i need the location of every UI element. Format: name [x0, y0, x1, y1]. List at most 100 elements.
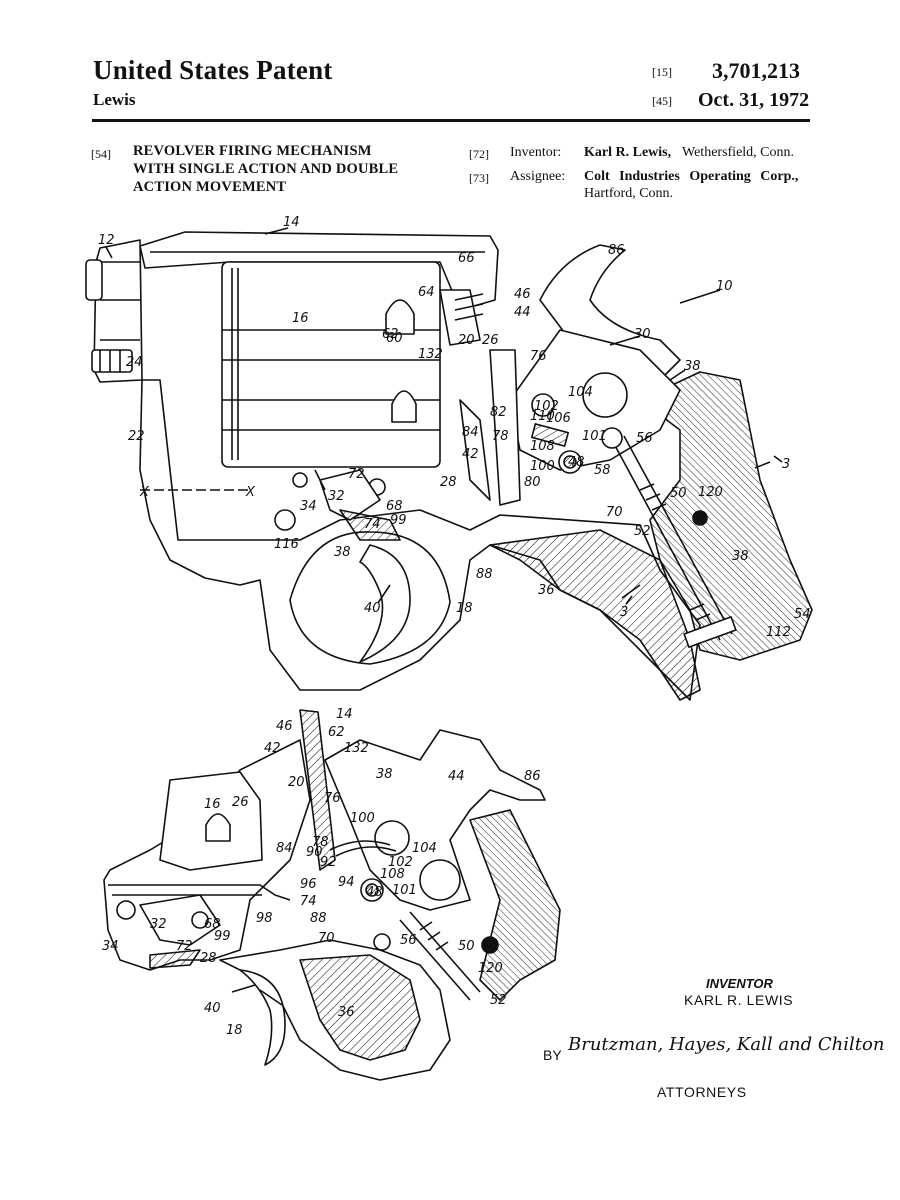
fig1-ref-numeral-12: 20: [458, 333, 475, 348]
fig1-ref-numeral-42: 34: [300, 499, 317, 514]
invention-title-line-2: WITH SINGLE ACTION AND DOUBLE: [133, 161, 399, 177]
fig1-ref-numeral-23: 78: [492, 429, 509, 444]
fig1-ref-numeral-18: 104: [568, 385, 593, 400]
inventor-name: Karl R. Lewis,: [584, 145, 672, 160]
fig1-ref-numeral-13: 26: [482, 333, 499, 348]
fig1-ref-numeral-21: 106: [546, 411, 571, 426]
inid-code-45: [45]: [652, 94, 672, 108]
fig2-ref-numeral-35: 28: [200, 951, 217, 966]
fig2-ref-numeral-39: 36: [338, 1005, 355, 1020]
fig2-ref-numeral-4: 132: [344, 741, 369, 756]
fig2-ref-numeral-36: 120: [478, 961, 503, 976]
fig2-ref-numeral-37: 40: [204, 1001, 221, 1016]
fig2-ref-numeral-21: 94: [338, 875, 355, 890]
fig2-ref-numeral-10: 76: [324, 791, 341, 806]
fig2-ref-numeral-11: 16: [204, 797, 221, 812]
assignee-location: Hartford, Conn.: [584, 186, 674, 201]
fig2-ref-numeral-1: 14: [336, 707, 353, 722]
invention-title-line-1: REVOLVER FIRING MECHANISM: [133, 143, 372, 159]
fig1-ref-numeral-31: 48: [568, 455, 585, 470]
fig2-ref-numeral-40: 52: [490, 993, 507, 1008]
fig1-ref-numeral-17: 24: [126, 355, 143, 370]
by-label: BY: [543, 1047, 562, 1063]
fig1-ref-numeral-22: 82: [490, 405, 507, 420]
fig1-ref-numeral-15: 76: [530, 349, 547, 364]
inid-code-54: [54]: [91, 147, 111, 161]
fig1-ref-numeral-10: 30: [634, 327, 651, 342]
fig1-ref-numeral-29: 56: [636, 431, 653, 446]
fig1-ref-numeral-56: 54: [794, 607, 811, 622]
fig2-ref-numeral-9: 26: [232, 795, 249, 810]
fig1-ref-numeral-40: 3: [782, 457, 790, 472]
fig2-ref-numeral-30: 70: [318, 931, 335, 946]
fig1-ref-numeral-57: 112: [766, 625, 791, 640]
attorney-firm-signature: Brutzman, Hayes, Kall and Chilton: [568, 1034, 885, 1055]
fig2-ref-numeral-38: 18: [226, 1023, 243, 1038]
inventor-location: Wethersfield, Conn.: [682, 145, 795, 160]
fig2-ref-numeral-23: 101: [392, 883, 417, 898]
fig1-ref-numeral-5: 16: [292, 311, 309, 326]
patent-number: 3,701,213: [712, 58, 800, 83]
fig1-ref-numeral-36: 28: [440, 475, 457, 490]
fig2-ref-numeral-15: 90: [306, 845, 323, 860]
fig2-ref-numeral-32: 50: [458, 939, 475, 954]
fig1-ref-numeral-46: 74: [364, 517, 381, 532]
inventor-surname: Lewis: [93, 90, 136, 109]
fig1-ref-numeral-49: 116: [274, 537, 299, 552]
fig2-ref-numeral-18: 92: [320, 855, 337, 870]
figure-1: [85, 227, 813, 701]
fig1-ref-numeral-27: 108: [530, 439, 555, 454]
fig2-ref-numeral-20: 96: [300, 877, 317, 892]
fig1-ref-numeral-41: 32: [328, 489, 345, 504]
fig1-ref-numeral-37: 80: [524, 475, 541, 490]
fig1-ref-numeral-45: 70: [606, 505, 623, 520]
fig1-ref-numeral-0: 12: [98, 233, 115, 248]
header-rule: [92, 119, 810, 122]
fig1-ref-numeral-38: 50: [670, 486, 687, 501]
fig1-ref-numeral-54: 18: [456, 601, 473, 616]
figure-2: [103, 709, 561, 1081]
fig1-ref-numeral-44: 99: [390, 513, 407, 528]
fig2-ref-numeral-34: 72: [176, 939, 193, 954]
fig1-ref-numeral-33: X: [139, 485, 150, 500]
invention-title-line-3: ACTION MOVEMENT: [133, 179, 287, 195]
fig2-ref-numeral-8: 86: [524, 769, 541, 784]
fig2-ref-numeral-14: 78: [312, 835, 329, 850]
fig1-ref-numeral-53: 40: [364, 601, 381, 616]
fig2-ref-numeral-22: 48: [366, 885, 383, 900]
fig1-ref-numeral-48: 38: [732, 549, 749, 564]
fig2-ref-numeral-16: 102: [388, 855, 413, 870]
assignee-label: Assignee:: [510, 169, 566, 184]
fig2-ref-numeral-12: 100: [350, 811, 375, 826]
fig1-ref-numeral-11: 60: [386, 331, 403, 346]
fig2-ref-numeral-29: 99: [214, 929, 231, 944]
fig2-ref-numeral-28: 98: [256, 911, 273, 926]
fig1-ref-numeral-43: 68: [386, 499, 403, 514]
fig1-ref-numeral-32: 58: [594, 463, 611, 478]
patent-date: Oct. 31, 1972: [698, 89, 810, 111]
fig2-ref-numeral-0: 46: [276, 719, 293, 734]
fig1-ref-numeral-50: 38: [334, 545, 351, 560]
fig2-ref-numeral-33: 34: [102, 939, 119, 954]
fig2-ref-numeral-13: 104: [412, 841, 437, 856]
fig1-ref-numeral-51: 88: [476, 567, 493, 582]
assignee-name: Colt Industries Operating Corp.,: [584, 169, 799, 184]
attorneys-label: ATTORNEYS: [657, 1084, 747, 1100]
fig1-ref-numeral-7: 46: [514, 287, 531, 302]
fig2-ref-numeral-24: 74: [300, 894, 317, 909]
fig2-ref-numeral-27: 68: [204, 917, 221, 932]
fig2-ref-numeral-2: 62: [328, 725, 345, 740]
fig1-ref-numeral-6: 64: [418, 285, 435, 300]
fig1-ref-numeral-1: 14: [283, 215, 300, 230]
fig2-ref-numeral-19: 108: [380, 867, 405, 882]
fig1-ref-numeral-3: 86: [608, 243, 625, 258]
fig1-ref-numeral-9: 44: [514, 305, 531, 320]
fig1-ref-numeral-16: 38: [684, 359, 701, 374]
fig1-ref-numeral-4: 10: [716, 279, 733, 294]
fig2-ref-numeral-31: 56: [400, 933, 417, 948]
fig1-ref-numeral-25: 84: [462, 425, 479, 440]
fig2-ref-numeral-6: 38: [376, 767, 393, 782]
